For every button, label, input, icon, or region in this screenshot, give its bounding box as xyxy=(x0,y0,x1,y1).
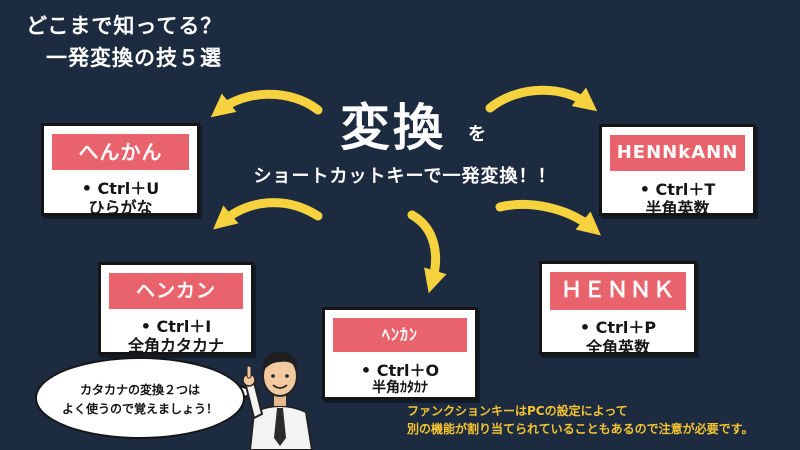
card-type: ひらがな xyxy=(88,198,153,217)
card-type: 全角カタカナ xyxy=(127,336,224,355)
curved-arrow-icon xyxy=(495,200,601,236)
curved-arrow-icon xyxy=(210,89,323,118)
card-header: ヘンカン xyxy=(109,273,243,309)
card-fullwidth-katakana: ヘンカン • Ctrl＋I 全角カタカナ xyxy=(98,262,254,355)
card-type: 半角英数 xyxy=(645,199,710,218)
card-shortcut: • Ctrl＋P xyxy=(579,318,657,337)
card-header: へんかん xyxy=(52,134,189,170)
curved-arrow-icon xyxy=(407,210,447,294)
curved-arrow-icon xyxy=(485,85,598,113)
card-fullwidth-alnum: ＨＥＮＮＫＡＮ • Ctrl＋P 全角英数 xyxy=(539,261,697,357)
card-shortcut: • Ctrl＋U xyxy=(81,179,160,198)
card-halfwidth-katakana: ﾍﾝｶﾝ • Ctrl＋O 半角ｶﾀｶﾅ xyxy=(322,307,478,400)
card-shortcut: • Ctrl＋O xyxy=(360,361,440,380)
man-pointing-illustration xyxy=(242,352,314,450)
card-header: ﾍﾝｶﾝ xyxy=(333,318,467,352)
card-hiragana: へんかん • Ctrl＋U ひらがな xyxy=(41,123,200,217)
card-type: 全角英数 xyxy=(585,338,650,357)
title-line2: 一発変換の技５選 xyxy=(46,46,222,70)
note-line2: 別の機能が割り当てられていることもあるので注意が必要です。 xyxy=(407,422,754,436)
card-shortcut: • Ctrl＋I xyxy=(140,317,212,336)
card-halfwidth-alnum: HENNkANN • Ctrl＋T 半角英数 xyxy=(599,124,756,218)
bubble-line2: よく使うので覚えましょう！ xyxy=(61,402,218,416)
center-subtitle: ショートカットキーで一発変換！！ xyxy=(253,166,557,187)
card-shortcut: • Ctrl＋T xyxy=(639,180,716,199)
note-line1: ファンクションキーはPCの設定によって xyxy=(407,404,628,418)
card-header: ＨＥＮＮＫＡＮ xyxy=(550,272,686,341)
curved-arrow-icon xyxy=(213,198,323,230)
center-particle: を xyxy=(468,124,486,145)
card-header: HENNkANN xyxy=(610,135,745,171)
bubble-line1: カタカナの変換２つは xyxy=(79,383,200,397)
speech-bubble: カタカナの変換２つは よく使うので覚えましょう！ xyxy=(35,357,245,439)
title-line1: どこまで知ってる？ xyxy=(26,14,223,38)
card-type: 半角ｶﾀｶﾅ xyxy=(372,380,428,396)
center-heading: 変換 xyxy=(340,99,446,157)
